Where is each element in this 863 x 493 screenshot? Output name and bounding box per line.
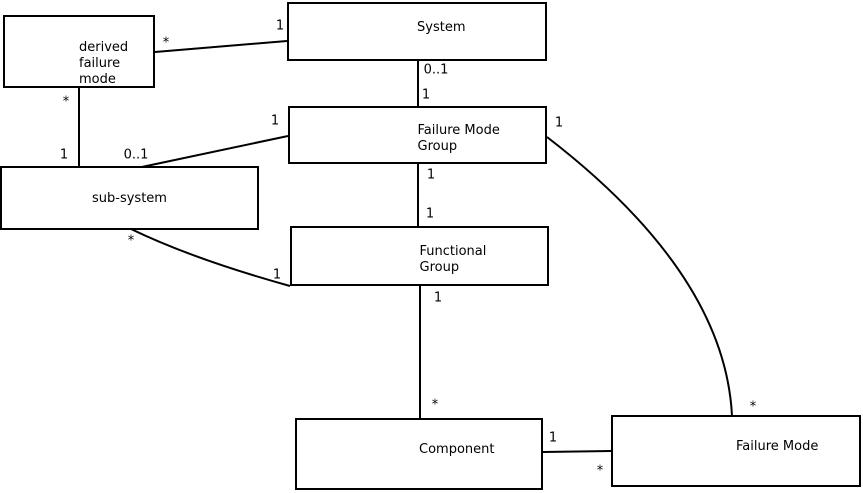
multiplicity-component-fm-target: *	[596, 463, 604, 479]
node-component: Component	[295, 418, 543, 490]
multiplicity-subsystem-fg-source: *	[127, 233, 135, 249]
node-sub-system: sub-system	[0, 166, 259, 230]
multiplicity-fmg-fm-target: *	[749, 399, 757, 415]
multiplicity-subsystem-fmg-target: 1	[270, 113, 280, 129]
multiplicity-fg-component-target: *	[431, 397, 439, 413]
multiplicity-dfm-subsystem-source: *	[62, 94, 70, 110]
multiplicity-system-fmg-target: 1	[421, 87, 431, 103]
multiplicity-dfm-subsystem-target: 1	[59, 147, 69, 163]
node-failure-mode-group-label: Failure Mode Group	[417, 123, 500, 154]
node-functional-group: Functional Group	[290, 226, 549, 286]
connector-component-failure-mode	[542, 450, 612, 453]
node-functional-group-label: Functional Group	[419, 244, 487, 275]
node-derived-failure-mode: derived failure mode	[3, 15, 155, 88]
node-failure-mode-label: Failure Mode	[736, 439, 819, 454]
multiplicity-dfm-system-target: 1	[275, 18, 285, 34]
multiplicity-system-fmg-source: 0..1	[423, 62, 449, 78]
multiplicity-component-fm-source: 1	[548, 430, 558, 446]
multiplicity-subsystem-fmg-source: 0..1	[123, 147, 149, 163]
multiplicity-fmg-fg-source: 1	[426, 167, 436, 183]
node-failure-mode-group: Failure Mode Group	[288, 106, 547, 164]
connector-derived-failure-mode-system	[154, 40, 288, 53]
connector-sub-system-failure-mode-group	[136, 135, 289, 169]
node-sub-system-label: sub-system	[92, 191, 167, 206]
multiplicity-dfm-system-source: *	[162, 35, 170, 51]
connector-sub-system-functional-group	[130, 228, 291, 287]
multiplicity-fmg-fm-source: 1	[554, 115, 564, 131]
multiplicity-fg-component-source: 1	[433, 290, 443, 306]
multiplicity-subsystem-fg-target: 1	[272, 267, 282, 283]
node-derived-failure-mode-label: derived failure mode	[79, 39, 129, 87]
node-failure-mode: Failure Mode	[611, 415, 861, 487]
node-component-label: Component	[419, 442, 495, 457]
node-system: System	[287, 2, 547, 61]
multiplicity-fmg-fg-target: 1	[425, 206, 435, 222]
node-system-label: System	[417, 19, 466, 35]
connector-failure-mode-group-failure-mode	[546, 136, 733, 417]
